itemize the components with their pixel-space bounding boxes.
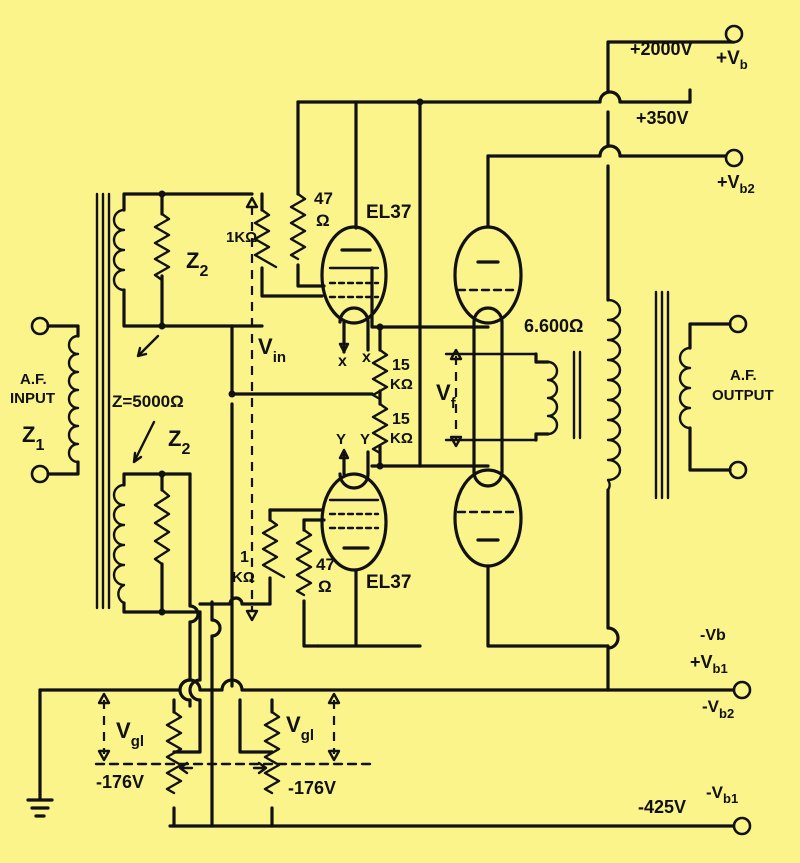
terminal-vb1-neg: [732, 816, 752, 836]
rectifier-tubes: [453, 154, 610, 648]
terminal-output-top: [728, 314, 748, 334]
label-neg-vb2: -Vb2: [702, 697, 734, 721]
lower-el37-network: [261, 508, 326, 648]
terminal-output-bottom: [728, 460, 748, 480]
label-15k-top-val: 15: [392, 357, 410, 374]
label-r-47-upper-unit: Ω: [316, 211, 330, 230]
upper-el37-network: [228, 100, 374, 688]
label-2000v: +2000V: [630, 39, 693, 59]
terminal-vb1-pos: [732, 680, 752, 700]
supply-rails: [26, 40, 742, 828]
label-r-1k-lower-val: 1: [240, 549, 249, 566]
label-r-47-lower-unit: Ω: [318, 577, 332, 596]
terminal-vb: [724, 24, 744, 44]
label-vf: Vf: [436, 380, 457, 412]
label-r-47-lower-val: 47: [316, 555, 335, 574]
label-15k-top-unit: KΩ: [390, 376, 413, 393]
terminal-vb2: [724, 148, 744, 168]
label-vb2: +Vb2: [717, 172, 755, 196]
center-bus: [416, 98, 490, 468]
label-6600-ohm: 6.600Ω: [524, 316, 583, 336]
label-vb: +Vb: [716, 48, 748, 72]
label-z1: Z1: [22, 422, 44, 454]
label-r-1k-lower-unit: KΩ: [232, 569, 255, 586]
cathode-divider: [371, 323, 389, 470]
output-transformer: [606, 290, 732, 500]
label-vb1-pos: +Vb1: [690, 652, 728, 676]
lower-el37-tube: [316, 448, 422, 648]
label-vg1-right: Vgl: [286, 712, 314, 744]
label-y-1: Y: [336, 431, 346, 448]
terminal-input-top: [30, 316, 50, 336]
label-af-input-1: A.F.: [20, 371, 47, 388]
label-z5000: Z=5000Ω: [112, 392, 184, 411]
label-z2-bottom: Z2: [168, 426, 190, 458]
label-vg1-left: Vgl: [116, 718, 144, 750]
label-y-2: Y: [360, 431, 370, 448]
label-15k-bottom-val: 15: [392, 411, 410, 428]
terminal-input-bottom: [30, 464, 50, 484]
labels: +2000V +Vb +350V +Vb2 -Vb +Vb1 -Vb2 -425…: [10, 39, 774, 817]
label-vin: Vin: [258, 334, 286, 366]
label-x-1: x: [338, 353, 347, 370]
label-af-output-2: OUTPUT: [712, 387, 774, 404]
label-el37-lower: EL37: [366, 572, 411, 593]
label-neg-vb1: -Vb1: [706, 783, 738, 806]
bias-networks: [94, 472, 372, 828]
label-425v: -425V: [638, 797, 686, 817]
label-15k-bottom-unit: KΩ: [390, 430, 413, 447]
label-af-input-2: INPUT: [10, 390, 55, 407]
label-el37-upper: EL37: [366, 202, 411, 223]
label-z2-top: Z2: [186, 248, 208, 280]
label-af-output-1: A.F.: [730, 367, 757, 384]
label-176v-right: -176V: [288, 778, 336, 798]
label-176v-left: -176V: [96, 772, 144, 792]
upper-el37-tube: [320, 100, 422, 354]
filament-transformer: [444, 348, 582, 448]
label-neg-vb: -Vb: [700, 627, 726, 644]
label-350v: +350V: [636, 108, 689, 128]
input-transformer: [46, 190, 264, 616]
label-x-2: x: [362, 349, 371, 366]
label-r-47-upper-val: 47: [314, 189, 333, 208]
label-r-1k-upper: 1KΩ: [226, 229, 257, 246]
